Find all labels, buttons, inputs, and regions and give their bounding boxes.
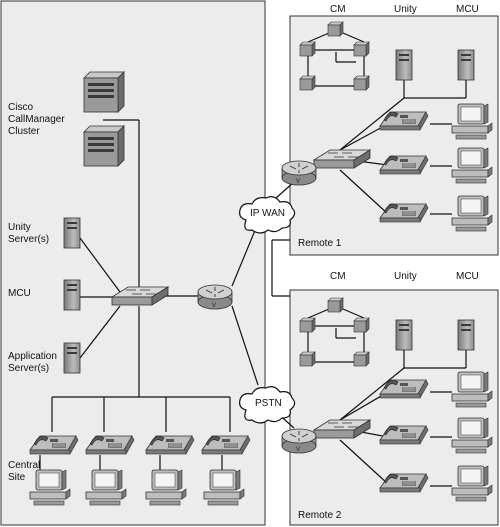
remote2-label: Remote 2 [298,510,342,521]
remote2-cm-node-bl-icon [299,351,316,367]
remote2-links [307,305,467,487]
remote1-unity-header: Unity [394,4,417,15]
central-site-label-line2: Site [8,472,26,483]
central-router-icon [197,284,233,310]
mcu-label: MCU [8,288,31,299]
remote1-cm-node-tr-icon [353,41,370,57]
remote2-mcu-header: MCU [456,271,479,282]
callmanager-label-line2: CallManager [8,114,65,125]
central-ip-phone-2-icon [85,435,135,455]
central-links [39,119,295,470]
remote1-mcu-header: MCU [456,4,479,15]
remote1-ip-phone-3-icon [379,203,429,223]
remote2-ip-phone-1-icon [379,379,429,399]
central-ip-phone-3-icon [145,435,195,455]
remote1-ip-phone-1-icon [379,111,429,131]
callmanager-label-line3: Cluster [8,126,40,137]
central-ip-phone-1-icon [29,435,79,455]
remote1-cm-node-tl-icon [299,41,316,57]
remote2-ip-phone-3-icon [379,473,429,493]
remote2-router-icon [281,428,317,454]
remote2-cm-node-top-icon [327,297,344,313]
remote1-cm-node-bl-icon [299,75,316,91]
remote2-cm-node-tl-icon [299,317,316,333]
mcu-server-icon [63,279,81,311]
remote1-label: Remote 1 [298,238,342,249]
pstn-label: PSTN [255,398,282,409]
remote1-unity-server-icon [395,49,413,81]
application-server-icon [63,342,81,374]
remote2-mcu-server-icon [457,319,475,351]
remote2-cm-node-tr-icon [353,317,370,333]
central-ip-phone-4-icon [201,435,251,455]
ip-wan-label: IP WAN [250,208,285,219]
remote2-cm-node-br-icon [353,351,370,367]
remote1-cm-node-br-icon [353,75,370,91]
remote2-cm-header: CM [330,271,346,282]
remote2-unity-header: Unity [394,271,417,282]
callmanager-server-2-icon [83,125,125,167]
remote1-router-icon [281,160,317,186]
remote1-ip-phone-2-icon [379,155,429,175]
callmanager-label-line1: Cisco [8,102,33,113]
remote2-ip-phone-2-icon [379,425,429,445]
remote1-cm-node-top-icon [327,21,344,37]
central-site-label-line1: Central [8,460,40,471]
unity-server-icon [63,217,81,249]
remote1-cm-header: CM [330,4,346,15]
remote1-mcu-server-icon [457,49,475,81]
unity-servers-label-line2: Server(s) [8,234,49,245]
remote1-links [307,29,467,215]
application-servers-label-line2: Server(s) [8,363,49,374]
remote2-unity-server-icon [395,319,413,351]
application-servers-label-line1: Application [8,351,57,362]
callmanager-server-1-icon [83,71,125,113]
unity-servers-label-line1: Unity [8,222,31,233]
